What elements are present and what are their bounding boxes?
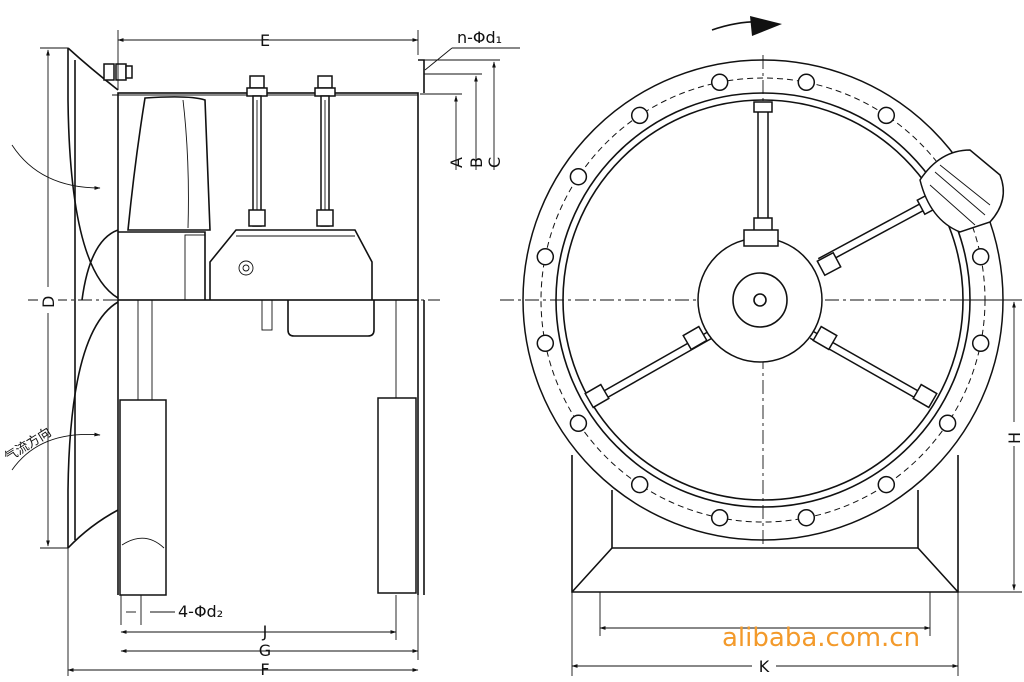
dim-d2-label: 4-Φd₂	[178, 602, 223, 621]
dim-F-label: F	[260, 660, 269, 679]
bolt-hole	[877, 106, 896, 125]
bolt-hole	[971, 247, 990, 266]
bolt-hole	[938, 414, 957, 433]
support-rod-left	[246, 75, 268, 227]
dim-nd1-label: n-Φd₁	[457, 28, 502, 47]
dim-D-label: D	[39, 296, 58, 308]
airflow-direction-label: 气流方向	[2, 424, 55, 465]
bolt-hole	[630, 475, 649, 494]
support-rod-right	[314, 75, 336, 227]
bolt-hole	[536, 334, 555, 353]
bolt-hole	[569, 167, 588, 186]
dim-G-label: G	[259, 641, 271, 660]
junction-box	[919, 149, 1005, 233]
bolt-hole	[877, 475, 896, 494]
dim-A-label: A	[447, 157, 466, 168]
bolt-hole	[536, 247, 555, 266]
dim-C-label: C	[485, 157, 504, 168]
dim-J-label: J	[262, 622, 268, 641]
bolt-hole	[710, 73, 729, 92]
dim-H-label: H	[1005, 432, 1024, 444]
bolt-hole	[710, 508, 729, 527]
bolt-hole	[971, 334, 990, 353]
dim-E-label: E	[260, 31, 270, 50]
side-view: E n-Φd₁ A B C D 气流方向 4-Φd₂ J	[2, 28, 520, 679]
spoke-lower-left	[584, 325, 713, 409]
dim-K-label: K	[759, 657, 770, 676]
front-view: H K	[500, 16, 1024, 676]
bolt-hole	[630, 106, 649, 125]
bolt-hole	[797, 73, 816, 92]
watermark-text: alibaba.com.cn	[722, 623, 920, 653]
spoke-lower-right	[809, 325, 938, 409]
dim-B-label: B	[467, 157, 486, 168]
bolt-hole	[569, 414, 588, 433]
bolt-hole	[797, 508, 816, 527]
